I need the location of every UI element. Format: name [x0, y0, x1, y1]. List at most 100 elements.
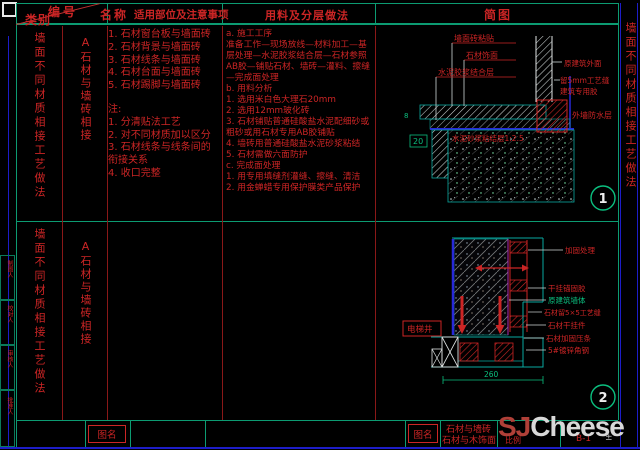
material-line: b. 用料分析 — [226, 83, 273, 94]
label-gap: 留5mm工艺缝 — [560, 75, 610, 85]
concrete-base — [447, 129, 575, 203]
sheet-border-bottom — [0, 447, 640, 449]
titleblock-left-cell: 图名 — [88, 425, 126, 443]
usage-note-line: 5. 石材踢脚与墙面砖 — [108, 80, 201, 92]
usage-note-line: 4. 收口完整 — [108, 167, 161, 179]
title-sep-e — [440, 420, 441, 447]
sheet-border-right-inner — [620, 3, 621, 448]
header-sep-3 — [375, 3, 376, 23]
title-sep-b — [130, 420, 131, 447]
material-line: 5. 石材需做六面防护 — [226, 149, 308, 160]
label-glue: 建筑专用胶 — [560, 86, 598, 96]
header-col-diagram: 简图 — [484, 8, 513, 22]
label-waterproof: 外墙防水层 — [572, 110, 612, 120]
usage-note-line: 1. 分清贴法工艺 — [108, 116, 181, 128]
sealant-corner-block — [536, 99, 568, 133]
detail-diagram-1: 墙面砖粘贴 石材饰面 水泥胶浆结合层 原建筑外面 留5mm工艺缝 建筑专用胶 外… — [404, 33, 616, 211]
row1-category: 墙面不同材质相接工艺做法 — [33, 32, 46, 200]
sheet-number: B-1 — [576, 434, 592, 444]
watermark-sj: SJ — [498, 411, 531, 442]
label-elevator-shaft: 电梯井 — [407, 324, 433, 335]
edge-return — [431, 129, 449, 179]
label-steel-angle: 5#镀锌角钢 — [548, 345, 589, 355]
col-line-4 — [375, 26, 376, 420]
label-anchor-glue: 干挂锚固胶 — [548, 283, 586, 293]
margin-cell-2-label: 校对人 — [6, 305, 13, 323]
header-col-name: 名称 — [100, 8, 129, 22]
row-separator — [16, 221, 618, 222]
usage-note-line: 2. 对不同材质加以区分 — [108, 129, 211, 141]
title-sep-c — [205, 420, 206, 447]
anchor-block-top — [509, 241, 528, 254]
material-line: a. 施工工序 — [226, 29, 273, 39]
material-line: 准备工作—现场放线—材料加工—基层处理—水泥胶浆结合层—石材参照AB胶—铺贴石材… — [226, 40, 371, 83]
label-reinforce: 加固处理 — [565, 245, 595, 255]
material-line: 2. 选用12mm玻化砖 — [226, 105, 310, 116]
col-line-3 — [222, 26, 223, 420]
margin-cell-3: 审核人 — [0, 345, 15, 390]
dim-260: 260 — [484, 370, 499, 379]
title-sep-f — [497, 420, 498, 447]
title-sep-g — [560, 420, 561, 447]
header-sep-2 — [222, 3, 223, 23]
anchor-block-mid — [509, 279, 528, 292]
stone-finish-layer — [419, 104, 547, 120]
margin-cell-1: 制图人 — [0, 255, 15, 300]
table-right-border — [618, 3, 619, 420]
margin-cell-1-label: 制图人 — [6, 260, 13, 278]
watermark-cheese: Cheese — [530, 411, 625, 442]
shaft-label-box — [402, 320, 442, 337]
material-line: c. 完成面处理 — [226, 160, 281, 171]
titleblock-label: 图名 — [413, 429, 433, 441]
col-line-2 — [107, 26, 108, 420]
header-sep-1 — [107, 3, 108, 23]
right-margin-title: 墙面不同材质相接工艺做法 — [624, 22, 637, 190]
header-underline — [16, 23, 618, 25]
titleblock-label-cell: 图名 — [408, 424, 438, 443]
label-stone-finish: 石材饰面 — [466, 50, 498, 60]
material-line: 2. 用金蝉蜡专用保护膜类产品保护 — [226, 182, 361, 193]
title-sep-a — [85, 420, 86, 447]
material-line: 1. 选用米白色大理石20mm — [226, 94, 336, 105]
drawing-name-line2: 石材与木饰面 — [442, 436, 497, 446]
titlebar-top-line — [16, 420, 618, 421]
title-sep-d — [405, 420, 406, 447]
table-top-line — [16, 3, 618, 4]
orig-wall-hatch — [536, 36, 552, 102]
margin-cell-2: 校对人 — [0, 300, 15, 345]
row1-material-steps: a. 施工工序准备工作—现场放线—材料加工—基层处理—水泥胶浆结合层—石材参照A… — [226, 29, 373, 194]
material-line: 3. 石材铺贴普通硅酸盐水泥配细砂或粗砂或用石材专用AB胶铺贴 — [226, 116, 370, 138]
tolerance-mark: ± — [605, 433, 613, 443]
label-hanger: 石材干挂件 — [548, 320, 586, 330]
usage-note-line: 2. 石材背景与墙面砖 — [108, 41, 201, 53]
sheet-border-right-outer — [637, 3, 638, 448]
material-line: 4. 墙砖用普通硅酸盐水泥砂浆粘结 — [226, 138, 361, 149]
col-line-1 — [62, 26, 63, 420]
header-col-material: 用料及分层做法 — [265, 9, 349, 22]
usage-note-line — [108, 93, 212, 104]
label-mortar-layer: 水泥砂浆粘结层1:2.5 — [452, 133, 524, 143]
label-clamp: 石材加固压条 — [546, 333, 591, 343]
usage-note-line: 3. 石材线条与线条间的衔接关系 — [108, 142, 211, 167]
usage-note-line: 注: — [108, 103, 122, 115]
label-orig-wall: 原建筑外面 — [564, 58, 602, 68]
steel-block-left — [459, 342, 479, 362]
drawing-name-line1: 石材与墙砖 — [446, 425, 492, 435]
detail-badge-1-circle — [590, 185, 616, 211]
label-process-gap: 石材留5×5工艺缝 — [544, 308, 601, 317]
anchor-block-bottom — [509, 315, 528, 328]
titleblock-left-label: 图名 — [97, 430, 117, 441]
row2-category: 墙面不同材质相接工艺做法 — [33, 228, 46, 396]
usage-note-line: 1. 石材窗台板与墙面砖 — [108, 29, 211, 40]
detail-badge-1: 1 — [598, 192, 607, 207]
header-col-usage: 适用部位及注意事项 — [134, 9, 229, 21]
margin-cell-4: 批准人 — [0, 390, 15, 447]
dim-20: 20 — [413, 137, 423, 146]
sheet-border-left — [8, 36, 9, 448]
header-corner-category: 类别 — [25, 13, 52, 27]
usage-note-line: 4. 石材台面与墙面砖 — [108, 67, 201, 79]
app-corner-icon[interactable] — [2, 2, 17, 17]
header-corner-number: 编号 — [48, 5, 79, 19]
table-left-border — [16, 3, 17, 447]
